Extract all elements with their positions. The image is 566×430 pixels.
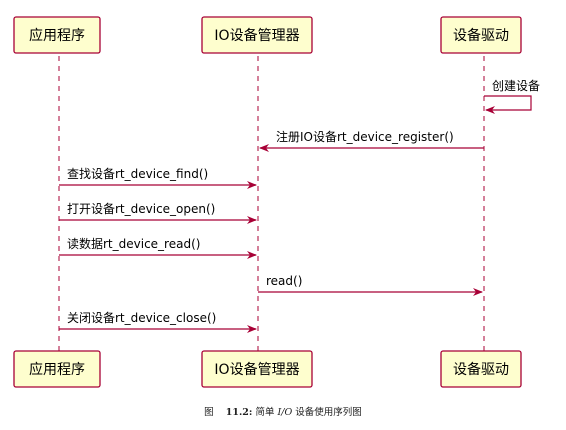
message-arrow-self [484,95,532,114]
participant-label: IO设备管理器 [214,361,299,378]
figure-caption: 图 11.2: 简单 I/O 设备使用序列图 [0,404,566,418]
participant-label: 设备驱动 [453,27,509,44]
caption-text-b: 设备使用序列图 [295,407,362,418]
message-label-create-device: 创建设备 [492,79,540,93]
participant-iomgr-top: IO设备管理器 [201,16,313,54]
caption-text-a: 简单 [255,407,275,418]
message-label-read-data: 读数据rt_device_read() [67,236,200,251]
participant-label: 应用程序 [29,361,85,378]
participant-app-bottom: 应用程序 [13,350,101,388]
message-label-register: 注册IO设备rt_device_register() [276,129,454,144]
participant-app-top: 应用程序 [13,16,101,54]
participant-driver-bottom: 设备驱动 [440,350,522,388]
message-label-close: 关闭设备rt_device_close() [67,311,216,325]
participant-label: IO设备管理器 [214,27,299,44]
message-label-open: 打开设备rt_device_open() [67,202,215,216]
caption-prefix: 图 [204,407,214,418]
message-label-driver-read: read() [266,274,302,288]
caption-number: 11.2: [225,407,253,418]
caption-text-io: I/O [277,407,293,418]
participant-label: 应用程序 [29,27,85,44]
participant-iomgr-bottom: IO设备管理器 [201,350,313,388]
participant-label: 设备驱动 [453,361,509,378]
participant-driver-top: 设备驱动 [440,16,522,54]
message-label-find: 查找设备rt_device_find() [67,167,208,181]
sequence-diagram: 应用程序 IO设备管理器 设备驱动 创建设备 注册IO设备rt_device_r… [13,16,540,388]
